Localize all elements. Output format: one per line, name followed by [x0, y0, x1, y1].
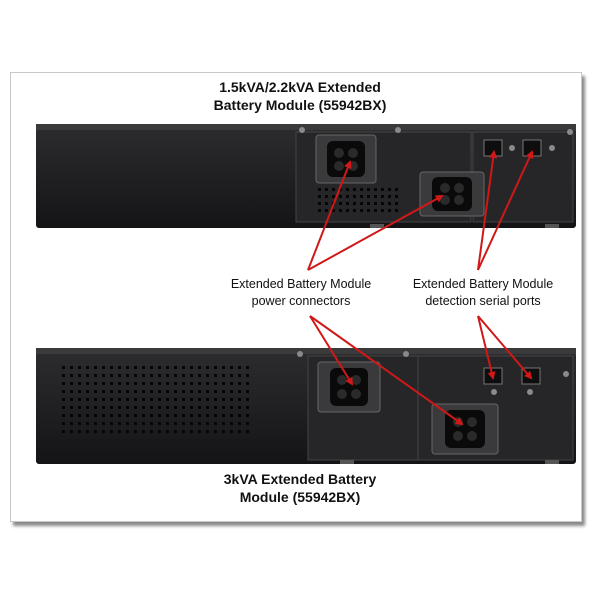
- top-power-connector-2: [419, 171, 485, 217]
- bottom-unit-title: 3kVA Extended Battery Module (55942BX): [223, 471, 377, 505]
- bottom-vent-grid: [62, 366, 249, 433]
- arrow-to-top-serial-2: [477, 150, 534, 271]
- top-battery-module: [36, 124, 576, 228]
- arrow-to-top-power-2: [307, 195, 444, 271]
- bottom-power-connector-1: [317, 361, 381, 413]
- top-vent-grid: [318, 188, 398, 212]
- arrow-to-bottom-power-1: [309, 315, 354, 386]
- arrow-to-top-power-1: [307, 160, 352, 271]
- arrow-to-bottom-power-2: [309, 315, 464, 426]
- arrow-to-top-serial-1: [477, 150, 498, 271]
- top-unit-title: 1.5kVA/2.2kVA Extended Battery Module (5…: [213, 79, 387, 113]
- top-power-connector-1: [315, 134, 377, 184]
- power-connectors-label: Extended Battery Module power connectors: [230, 277, 372, 308]
- serial-ports-label: Extended Battery Module detection serial…: [412, 277, 554, 308]
- arrow-to-bottom-serial-2: [477, 315, 533, 380]
- callout-arrows: [307, 150, 534, 426]
- arrow-to-bottom-serial-1: [477, 315, 496, 380]
- bottom-battery-module: [36, 348, 576, 464]
- bottom-power-connector-2: [431, 403, 499, 455]
